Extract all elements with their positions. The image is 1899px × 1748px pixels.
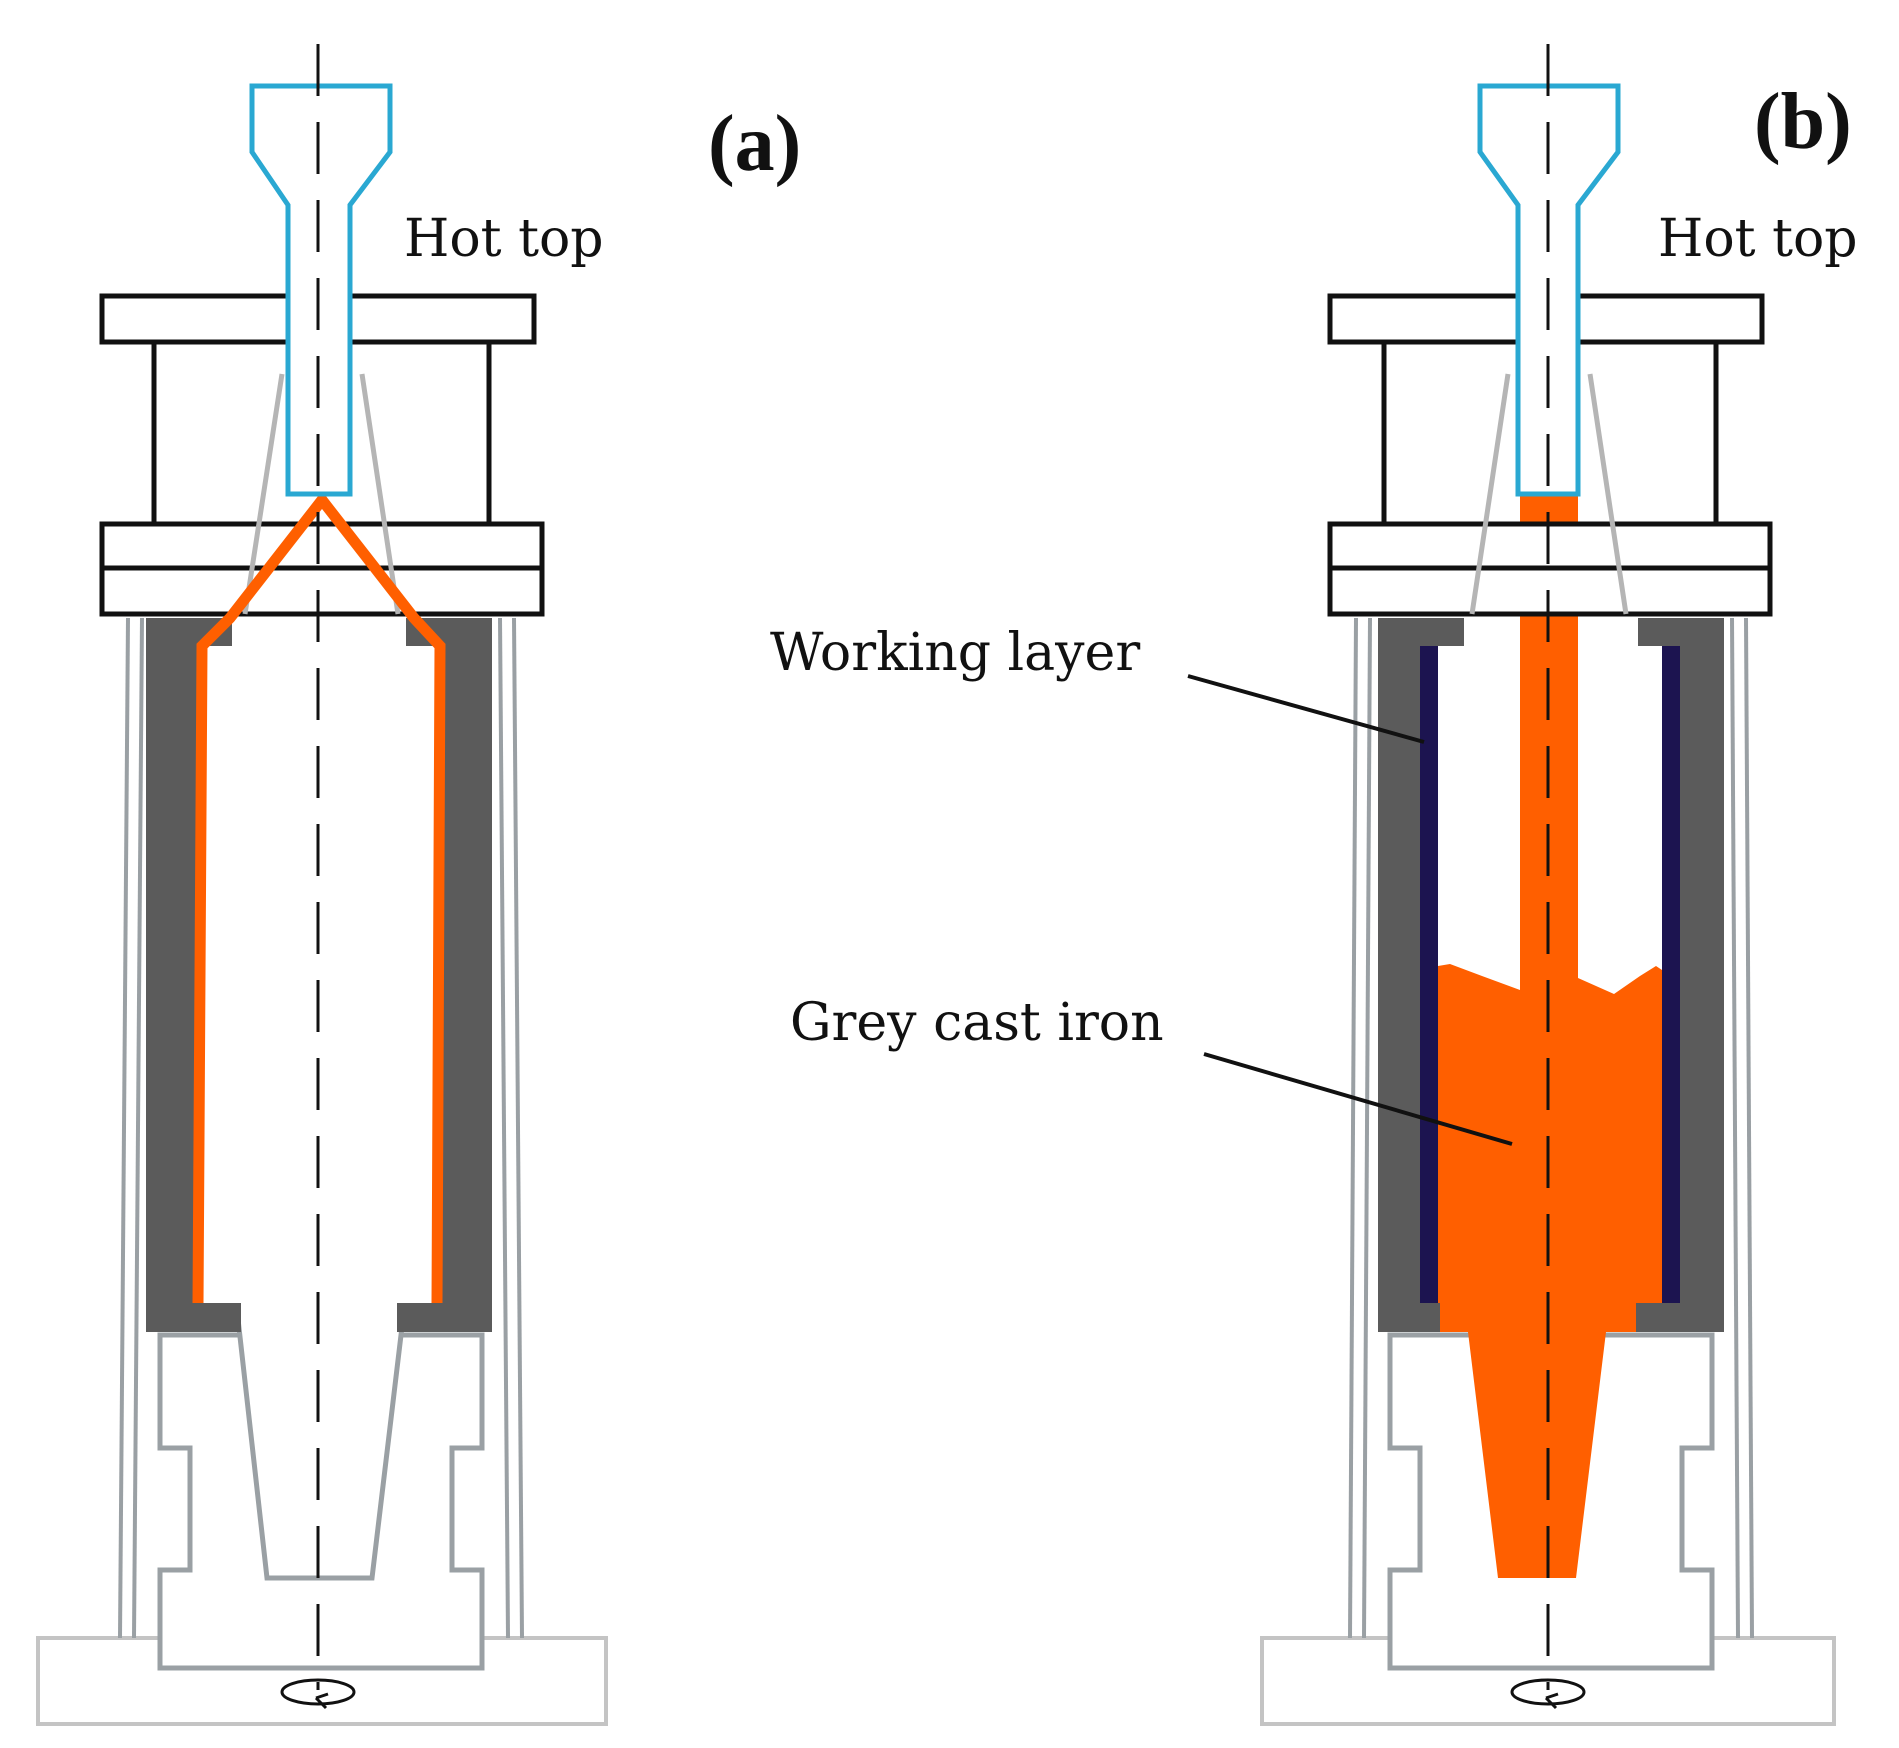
annotations: Working layer Grey cast iron bbox=[770, 623, 1513, 1146]
hot-top-label-a: Hot top bbox=[404, 209, 604, 269]
flange-lower bbox=[1327, 565, 1773, 617]
grey-cast-iron-fill bbox=[1438, 494, 1662, 1578]
working-layer-leader bbox=[1187, 674, 1425, 744]
grey-cast-iron-leader bbox=[1203, 1052, 1513, 1146]
hot-top-label-b: Hot top bbox=[1658, 209, 1858, 269]
mould-wall-right bbox=[397, 618, 492, 1332]
pouring-funnel bbox=[1469, 373, 1629, 615]
rotation-arrow-icon bbox=[1510, 1678, 1586, 1710]
pouring-funnel bbox=[242, 373, 401, 615]
molten-metal-layer bbox=[192, 491, 446, 1304]
outer-casing bbox=[118, 617, 524, 1639]
panel-b: Hot top (b) bbox=[1260, 44, 1858, 1726]
hot-top-nozzle bbox=[249, 83, 393, 497]
working-layer-right bbox=[1662, 646, 1680, 1303]
flange-upper bbox=[99, 521, 545, 571]
flange-upper bbox=[1327, 521, 1773, 571]
grey-cast-iron-label: Grey cast iron bbox=[790, 993, 1164, 1053]
panel-label-a: (a) bbox=[708, 100, 801, 188]
flange-lower bbox=[99, 565, 545, 617]
working-layer-label: Working layer bbox=[770, 623, 1140, 683]
mould-wall-left bbox=[146, 618, 241, 1332]
outer-casing bbox=[1348, 617, 1754, 1639]
holder-cavity bbox=[234, 1309, 407, 1581]
panel-a: Hot top (a) bbox=[36, 44, 801, 1726]
rotation-arrow-icon bbox=[280, 1678, 356, 1710]
working-layer-left bbox=[1420, 646, 1438, 1303]
panel-label-b: (b) bbox=[1754, 78, 1852, 166]
